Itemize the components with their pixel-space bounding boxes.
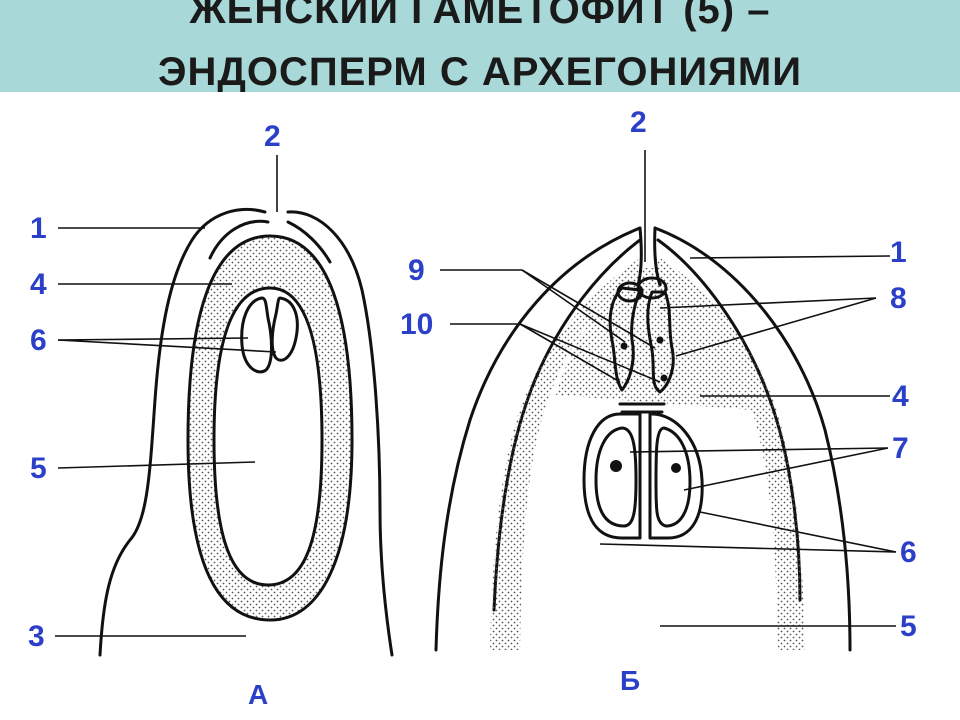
figure-b-archegonium-left-inner <box>594 426 638 528</box>
figure-a-archegonium-2 <box>270 296 299 362</box>
figure-b-integument-outer-right <box>653 226 852 652</box>
figure-b-neck-cells <box>618 402 666 414</box>
figure-b-label-5: 5 <box>900 610 917 643</box>
figure-a: 2 1 4 6 5 3 А <box>28 120 394 710</box>
figure-b-pointer-9b <box>521 269 656 349</box>
figure-a-caption: А <box>248 679 268 710</box>
figure-b-caption: Б <box>620 665 640 696</box>
figure-b-egg-nucleus-left <box>610 460 622 472</box>
figure-b-pointer-6b <box>599 543 897 553</box>
figure-b-nucleus-c <box>660 374 668 382</box>
figure-a-integument-inner-left <box>208 219 270 260</box>
figure-b-integument-outer-left <box>434 226 642 652</box>
figure-b-label-8: 8 <box>890 282 907 315</box>
figure-b-pointer-9a <box>521 269 626 343</box>
figure-b-label-1: 1 <box>890 236 907 269</box>
figure-a-label-5: 5 <box>30 452 47 485</box>
figure-b-label-2: 2 <box>630 106 647 139</box>
figure-b-label-4: 4 <box>892 380 909 413</box>
figure-a-endosperm <box>186 234 354 622</box>
figure-b-label-10: 10 <box>400 308 433 341</box>
slide-title-line-2: ЭНДОСПЕРМ С АРХЕГОНИЯМИ <box>158 50 802 92</box>
figure-b-pointer-10b <box>519 323 661 383</box>
figure-b-pollen-tube-1 <box>608 286 642 392</box>
figure-a-label-2: 2 <box>264 120 281 153</box>
figure-b-micropyle <box>636 226 662 287</box>
figure-a-pointer-6a <box>57 337 249 341</box>
figure-b-pollen-tube-2 <box>646 290 675 394</box>
figure-a-label-3: 3 <box>28 620 45 653</box>
slide-title-line-1: ЖЕНСКИЙ ГАМЕТОФИТ (5) – <box>189 0 771 32</box>
figure-a-archegonium-1 <box>240 296 273 374</box>
figure-b-pointer-8b <box>675 297 877 357</box>
figure-a-pointer-5 <box>57 461 256 469</box>
figure-b-nucleus-a <box>620 342 628 350</box>
figure-b-archegonium-left <box>582 412 642 540</box>
figure-b-pointer-6a <box>699 511 897 553</box>
figure-b-label-6: 6 <box>900 536 917 569</box>
figure-a-integument-inner-right <box>286 220 332 264</box>
figure-a-label-4: 4 <box>30 268 47 301</box>
figure-b-endosperm-core <box>556 268 752 410</box>
figure-b-pollen-grain-1 <box>616 281 644 303</box>
figure-b: 2 1 9 10 8 4 7 6 5 Б <box>400 106 917 696</box>
figure-b-pointer-7b <box>683 447 889 491</box>
figure-b-pointer-1 <box>689 255 891 259</box>
figure-a-pointer-6b <box>57 339 277 353</box>
figure-a-label-6: 6 <box>30 324 47 357</box>
figure-b-pollen-grain-2 <box>636 276 668 300</box>
figure-b-pointer-8a <box>659 297 877 309</box>
figure-b-label-7: 7 <box>892 432 909 465</box>
figure-a-label-1: 1 <box>30 212 47 245</box>
figure-a-integument-right <box>286 210 394 657</box>
figure-b-pointer-7a <box>629 447 889 453</box>
figure-b-label-9: 9 <box>408 254 425 287</box>
title-bar: ЖЕНСКИЙ ГАМЕТОФИТ (5) – ЭНДОСПЕРМ С АРХЕ… <box>0 0 960 92</box>
figure-b-egg-nucleus-right <box>671 463 681 473</box>
gametophyte-diagram: 2 1 4 6 5 3 А <box>28 106 917 710</box>
figure-b-pointer-10a <box>519 323 621 383</box>
figure-b-nucleus-b <box>656 336 664 344</box>
figure-b-archegonium-right-inner <box>654 426 692 528</box>
